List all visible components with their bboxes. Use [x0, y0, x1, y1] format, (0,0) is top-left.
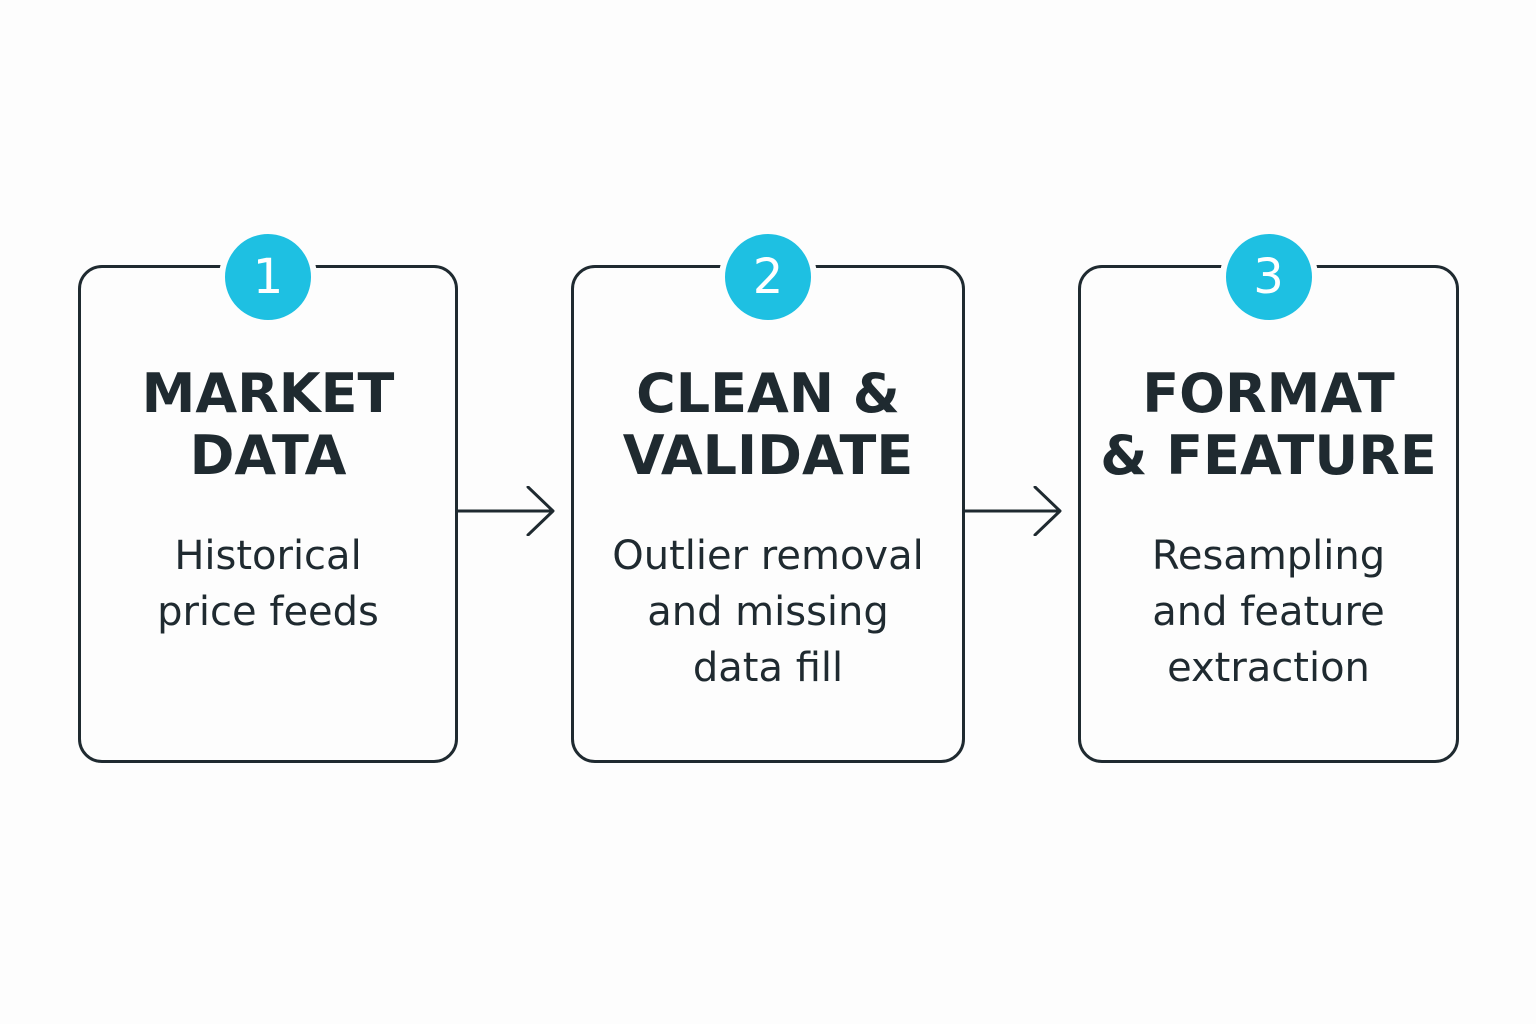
step-description-line: Historical — [174, 533, 362, 579]
step-title-line: DATA — [189, 424, 347, 487]
step-card-clean-validate: 2 CLEAN & VALIDATE Outlier removal and m… — [571, 228, 965, 763]
step-title: CLEAN & VALIDATE — [574, 363, 962, 487]
step-title-line: CLEAN & — [636, 362, 900, 425]
step-description-line: and missing — [647, 589, 889, 635]
step-title-line: VALIDATE — [622, 424, 914, 487]
step-description-line: and feature — [1152, 589, 1385, 635]
step-card-market-data: 1 MARKET DATA Historical price feeds — [78, 228, 458, 763]
step-number: 2 — [752, 249, 784, 305]
step-title-line: FORMAT — [1142, 362, 1395, 425]
step-title-line: MARKET — [141, 362, 395, 425]
step-description: Outlier removal and missing data fill — [574, 528, 962, 696]
step-description-line: data fill — [692, 645, 844, 691]
step-description-line: extraction — [1167, 645, 1370, 691]
step-number-badge: 3 — [1219, 228, 1318, 326]
arrow-right-icon — [458, 486, 555, 536]
step-title: FORMAT & FEATURE — [1081, 363, 1456, 487]
step-number: 3 — [1253, 249, 1284, 305]
step-title: MARKET DATA — [81, 363, 455, 487]
step-number: 1 — [252, 249, 284, 305]
step-description: Resampling and feature extraction — [1081, 528, 1456, 696]
step-description-line: Resampling — [1151, 533, 1386, 579]
step-title-line: & FEATURE — [1100, 424, 1437, 487]
step-description-line: Outlier removal — [612, 533, 924, 579]
arrow-right-icon — [965, 486, 1062, 536]
step-description-line: price feeds — [157, 589, 379, 635]
step-number-badge: 2 — [719, 228, 817, 326]
step-number-badge: 1 — [219, 228, 317, 326]
step-description: Historical price feeds — [81, 528, 455, 640]
step-card-format-feature: 3 FORMAT & FEATURE Resampling and featur… — [1078, 228, 1459, 763]
